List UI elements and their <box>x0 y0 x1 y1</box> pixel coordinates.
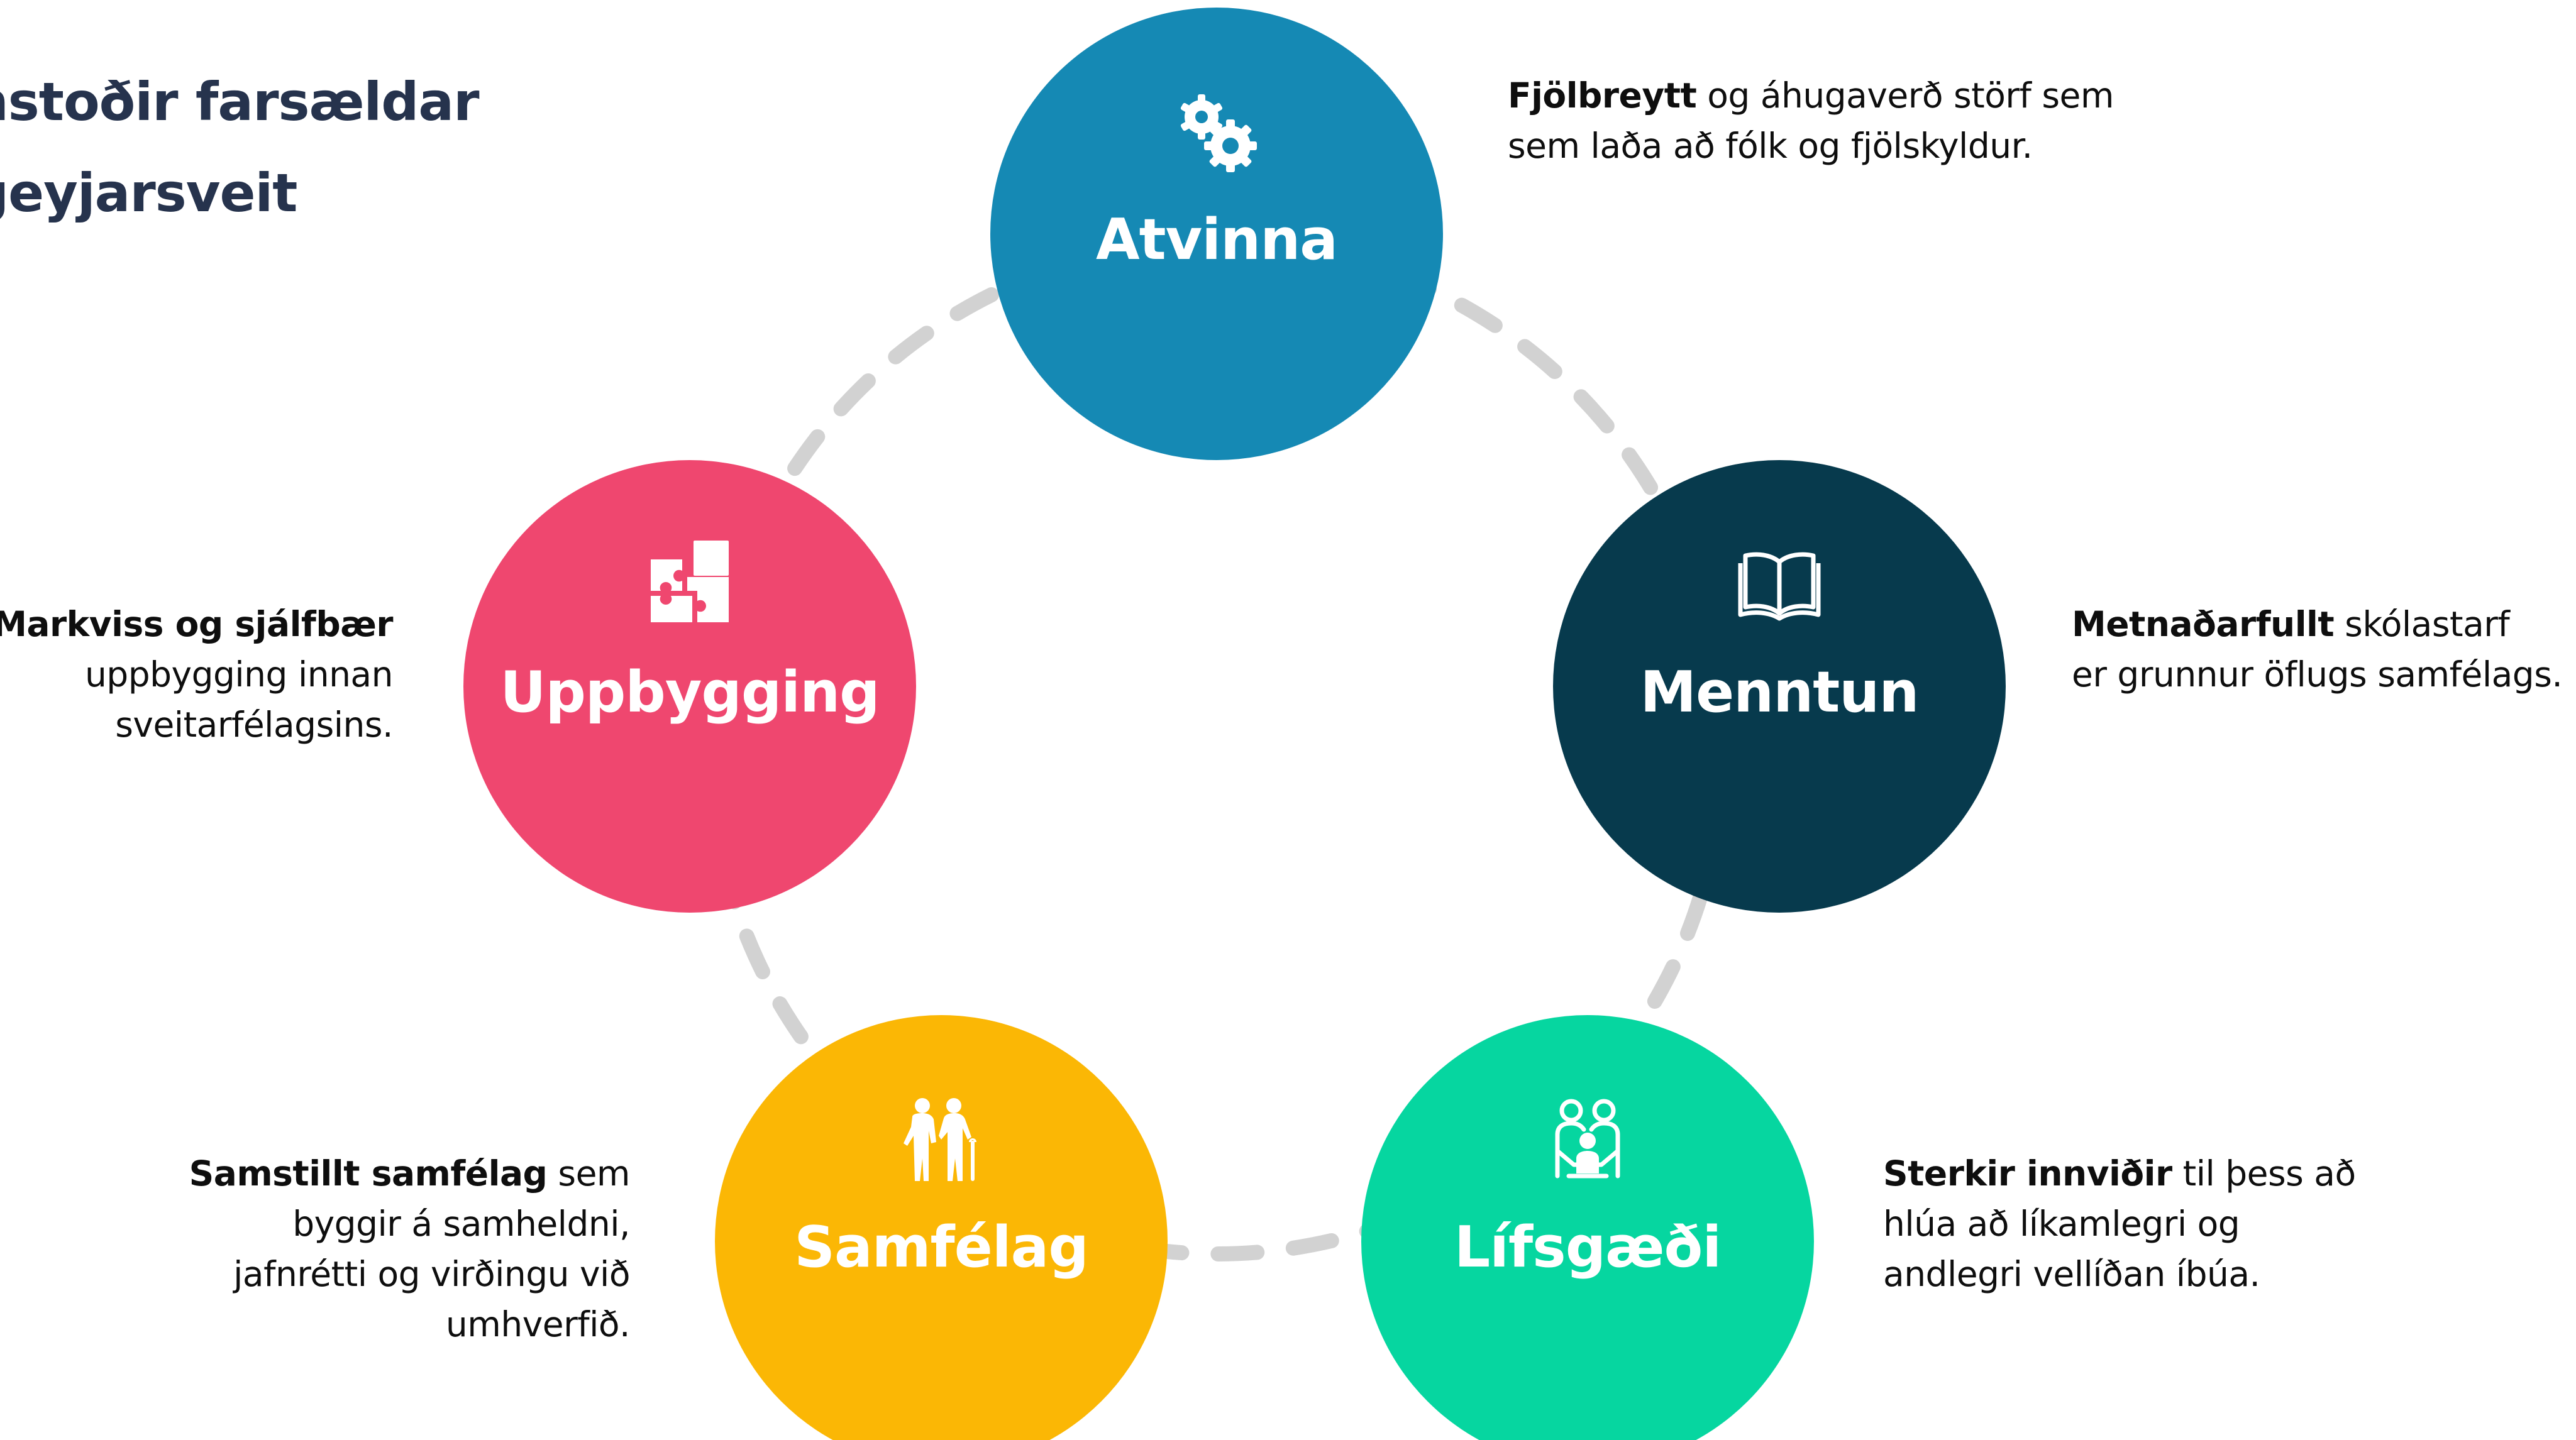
description-menntun-line-2: er grunnur öflugs samfélags. <box>2072 654 2563 695</box>
page-title: nstoðir farsældar geyjarsveit <box>0 57 480 239</box>
family-icon <box>1544 1096 1632 1184</box>
puzzle-icon <box>646 541 734 629</box>
description-samfelag-line-4: umhverfið. <box>445 1304 631 1344</box>
page-title-line-1: nstoðir farsældar <box>0 71 480 133</box>
description-atvinna: Fjölbreytt og áhugaverð störf sem sem la… <box>1508 70 2114 171</box>
description-samfelag-line-1: sem <box>547 1153 630 1194</box>
gears-icon <box>1173 88 1261 176</box>
page-title-line-2: geyjarsveit <box>0 162 297 224</box>
node-lifsgaedi: Lífsgæði <box>1361 1015 1814 1440</box>
description-lifsgaedi: Sterkir innviðir til þess að hlúa að lík… <box>1883 1148 2356 1299</box>
elderly-couple-icon <box>897 1096 985 1184</box>
description-uppbygging-bold: Markviss og sjálfbær <box>0 604 393 644</box>
node-uppbygging: Uppbygging <box>463 460 916 913</box>
description-atvinna-line-2: sem laða að fólk og fjölskyldur. <box>1508 126 2033 166</box>
description-uppbygging-line-3: sveitarfélagsins. <box>115 705 393 745</box>
description-samfelag-line-3: jafnrétti og virðingu við <box>233 1254 630 1294</box>
description-uppbygging-line-2: uppbygging innan <box>84 654 394 695</box>
node-label-menntun: Menntun <box>1640 659 1920 725</box>
description-atvinna-bold: Fjölbreytt <box>1508 75 1697 116</box>
description-lifsgaedi-bold: Sterkir innviðir <box>1883 1153 2172 1194</box>
node-label-uppbygging: Uppbygging <box>500 659 880 725</box>
node-label-samfelag: Samfélag <box>794 1214 1089 1280</box>
node-menntun: Menntun <box>1553 460 2006 913</box>
description-menntun-bold: Metnaðarfullt <box>2072 604 2335 644</box>
description-menntun-line-1: skólastarf <box>2334 604 2510 644</box>
description-atvinna-line-1: og áhugaverð störf sem <box>1696 75 2114 116</box>
description-lifsgaedi-line-2: hlúa að líkamlegri og <box>1883 1204 2240 1244</box>
description-samfelag-line-2: byggir á samheldni, <box>292 1204 630 1244</box>
description-samfelag-bold: Samstillt samfélag <box>189 1153 548 1194</box>
description-menntun: Metnaðarfullt skólastarf er grunnur öflu… <box>2072 599 2563 700</box>
description-lifsgaedi-line-1: til þess að <box>2172 1153 2357 1194</box>
description-lifsgaedi-line-3: andlegri vellíðan íbúa. <box>1883 1254 2260 1294</box>
open-book-icon <box>1735 541 1823 629</box>
description-uppbygging: Markviss og sjálfbær uppbygging innan sv… <box>0 599 393 750</box>
node-label-lifsgaedi: Lífsgæði <box>1454 1214 1722 1280</box>
node-label-atvinna: Atvinna <box>1095 207 1338 273</box>
node-atvinna: Atvinna <box>990 8 1443 460</box>
description-samfelag: Samstillt samfélag sem byggir á samheldn… <box>189 1148 631 1349</box>
node-samfelag: Samfélag <box>715 1015 1168 1440</box>
